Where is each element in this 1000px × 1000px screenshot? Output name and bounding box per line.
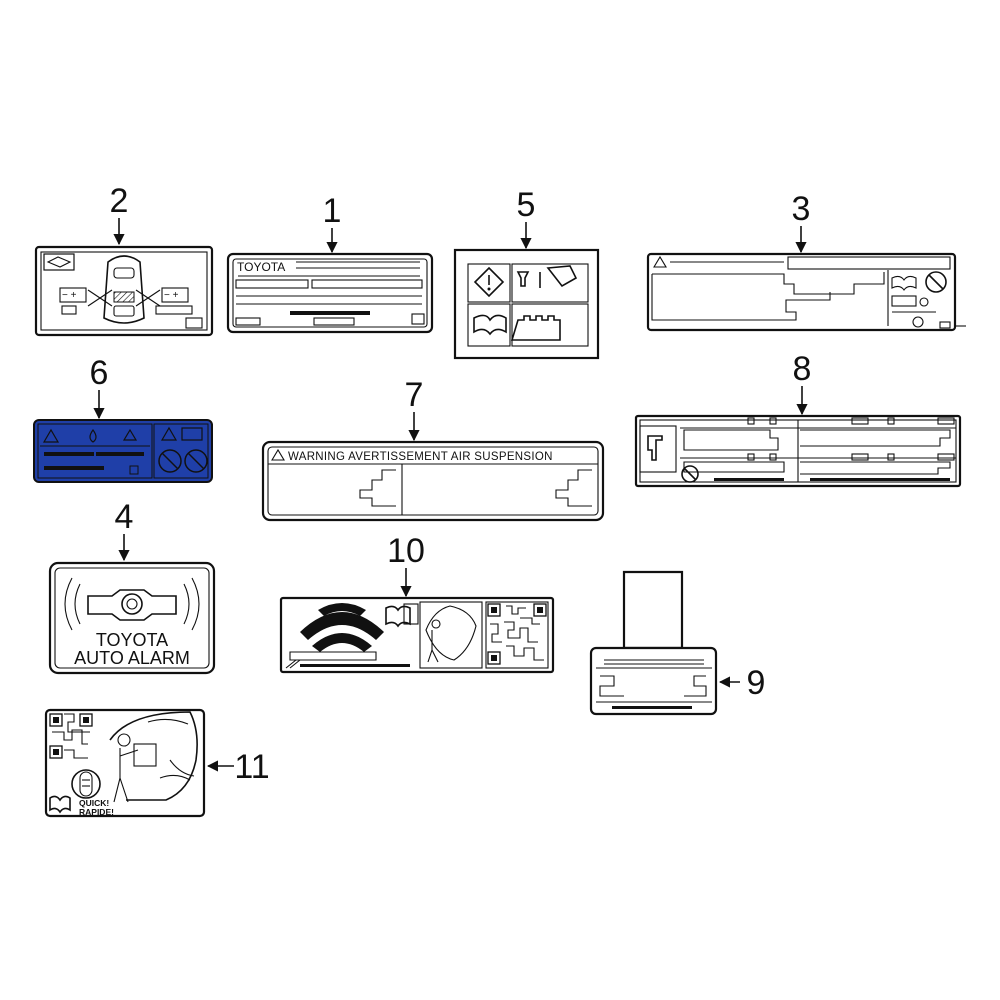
manual-book-icon bbox=[473, 314, 507, 336]
vehicle-jack-icon bbox=[891, 295, 936, 328]
callout-3: 3 bbox=[792, 190, 811, 228]
qr-code-icon bbox=[485, 601, 549, 669]
callout-6: 6 bbox=[90, 354, 109, 392]
car-alarm-icon bbox=[64, 577, 200, 631]
label-6-blue-label[interactable] bbox=[33, 419, 213, 483]
label-9-tag-label[interactable] bbox=[589, 570, 718, 716]
label-8-info-label[interactable] bbox=[634, 414, 962, 488]
label-3-info-label[interactable] bbox=[646, 252, 966, 332]
label-11-line2: RAPIDE! bbox=[79, 807, 114, 817]
hand-touch-icon bbox=[647, 435, 663, 461]
label-5-caution-label[interactable] bbox=[453, 248, 600, 360]
tailgate-scene-icon bbox=[109, 711, 198, 803]
callout-11: 11 bbox=[234, 748, 269, 786]
person-figure-icon bbox=[425, 605, 477, 663]
label-4-auto-alarm-label[interactable]: TOYOTA AUTO ALARM bbox=[48, 561, 216, 675]
label-4-line1: TOYOTA bbox=[96, 630, 168, 650]
label-11-line1: QUICK! bbox=[79, 798, 109, 808]
callout-1: 1 bbox=[323, 192, 342, 230]
callout-5: 5 bbox=[517, 186, 536, 224]
label-11-quick-label[interactable]: QUICK! RAPIDE! bbox=[44, 708, 206, 818]
callout-4: 4 bbox=[115, 498, 134, 536]
battery-left-icon: − + bbox=[59, 287, 113, 315]
label-10-info-label[interactable] bbox=[279, 596, 555, 674]
no-symbol-icon bbox=[184, 449, 208, 473]
warning-triangle-icon bbox=[271, 448, 285, 461]
callout-2: 2 bbox=[110, 182, 129, 220]
label-1-brand-text: TOYOTA bbox=[237, 260, 285, 274]
key-fob-icon bbox=[71, 769, 101, 799]
svg-text:− +: − + bbox=[62, 290, 77, 301]
callout-9: 9 bbox=[747, 664, 766, 702]
reservoir-icon bbox=[510, 315, 561, 341]
qr-code-icon bbox=[49, 713, 93, 759]
warning-diamond-icon bbox=[473, 266, 505, 298]
signal-waves-icon bbox=[300, 603, 384, 652]
manual-book-icon bbox=[49, 795, 71, 814]
no-symbol-icon bbox=[158, 449, 182, 473]
label-1-toyota-info-label[interactable]: TOYOTA bbox=[226, 252, 434, 334]
no-symbol-icon bbox=[925, 271, 947, 293]
label-4-line2: AUTO ALARM bbox=[74, 648, 190, 668]
svg-text:− +: − + bbox=[164, 290, 179, 301]
callout-10: 10 bbox=[387, 532, 425, 570]
callout-7: 7 bbox=[405, 376, 424, 414]
fluid-pour-icon bbox=[516, 265, 578, 288]
battery-right-icon: − + bbox=[135, 287, 193, 315]
label-2-battery-label[interactable]: − + − + bbox=[34, 245, 214, 337]
callout-8: 8 bbox=[793, 350, 812, 388]
car-top-view-icon bbox=[103, 255, 145, 324]
label-7-air-suspension-warning[interactable]: WARNING AVERTISSEMENT AIR SUSPENSION bbox=[261, 440, 605, 522]
label-7-header-text: WARNING AVERTISSEMENT AIR SUSPENSION bbox=[288, 451, 553, 463]
manual-book-icon bbox=[891, 275, 917, 291]
no-symbol-icon bbox=[681, 465, 699, 483]
